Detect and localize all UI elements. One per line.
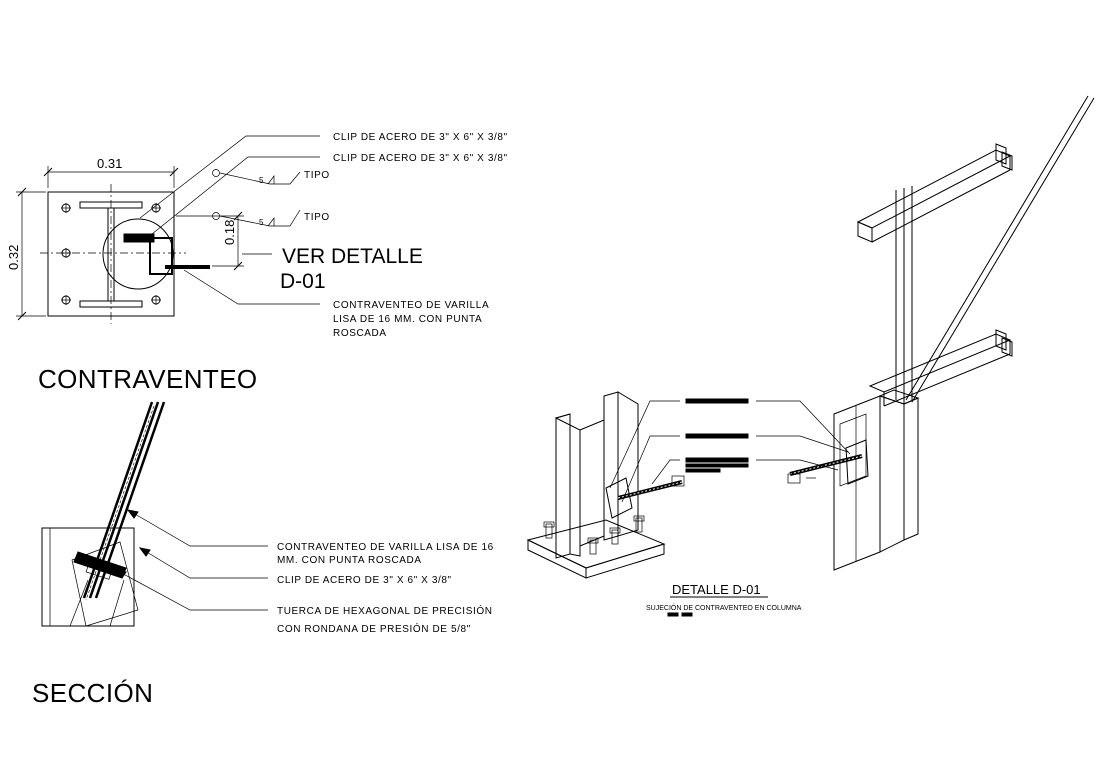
clip-note-1: CLIP DE ACERO DE 3" X 6" X 3/8" — [333, 132, 508, 143]
section-rod-note-line2: MM. CON PUNTA ROSCADA — [277, 555, 422, 566]
rod-note-line3: ROSCADA — [333, 328, 387, 339]
dim-width: 0.31 — [97, 156, 122, 171]
leader-section-rod — [127, 509, 268, 547]
dim-height: 0.32 — [6, 245, 21, 270]
left-column — [526, 391, 685, 579]
upper-structure — [856, 95, 1095, 407]
diagonal-brace-1 — [905, 95, 1089, 401]
washer — [85, 556, 115, 580]
plan-title: CONTRAVENTEO — [38, 364, 258, 394]
weld-size-2: 5 — [259, 218, 264, 227]
section-frame — [41, 527, 135, 627]
section-view: CONTRAVENTEO DE VARILLA LISA DE 16 MM. C… — [32, 401, 494, 708]
leader-clip-2 — [151, 156, 320, 235]
clip-angle — [123, 233, 155, 243]
weld-symbol-2: 5 TIPO — [212, 209, 330, 227]
anchor-bolts — [61, 203, 161, 305]
rod-note-line2: LISA DE 16 MM. CON PUNTA — [333, 314, 482, 325]
clip-plate — [149, 237, 173, 275]
leader-rod-plan — [183, 269, 320, 305]
leader-section-nut — [115, 569, 268, 611]
section-clip-note: CLIP DE ACERO DE 3" X 6" X 3/8" — [277, 575, 452, 586]
weld-type-1: TIPO — [304, 170, 330, 181]
right-column — [787, 389, 920, 571]
weld-size-1: 5 — [259, 176, 264, 185]
diagonal-brace-2 — [911, 97, 1095, 403]
section-rod-note-line1: CONTRAVENTEO DE VARILLA LISA DE 16 — [277, 542, 494, 553]
detail-subtitle: SUJECIÓN DE CONTRAVENTEO EN COLUMNA — [646, 603, 802, 612]
rod-note-line1: CONTRAVENTEO DE VARILLA — [333, 300, 489, 311]
right-clip — [845, 439, 869, 485]
dim-clip: 0.18 — [222, 220, 237, 245]
weld-type-2: TIPO — [304, 212, 330, 223]
ver-detalle-line2: D-01 — [280, 270, 326, 293]
weld-symbol-1: 5 TIPO — [212, 169, 330, 185]
plan-view: 0.31 0.32 0.18 CLIP DE ACERO DE 3" X 6" … — [6, 132, 508, 394]
section-title: SECCIÓN — [32, 678, 153, 708]
ver-detalle-line1: VER DETALLE — [282, 245, 423, 268]
leader-section-clip — [139, 547, 268, 579]
leader-clip-1 — [139, 135, 320, 219]
detail-callouts — [609, 398, 851, 503]
left-clip — [605, 477, 633, 519]
isometric-detail: DETALLE D-01 SUJECIÓN DE CONTRAVENTEO EN… — [526, 95, 1095, 617]
hex-nut — [73, 551, 127, 579]
clip-note-2: CLIP DE ACERO DE 3" X 6" X 3/8" — [333, 153, 508, 164]
anchor-bolts-left — [543, 515, 645, 555]
section-nut-note-line2: CON RONDANA DE PRESIÓN DE 5/8" — [277, 622, 471, 635]
column-web — [107, 207, 115, 302]
detail-title: DETALLE D-01 — [672, 582, 761, 597]
section-nut-note-line1: TUERCA DE HEXAGONAL DE PRECISIÓN — [277, 604, 493, 617]
